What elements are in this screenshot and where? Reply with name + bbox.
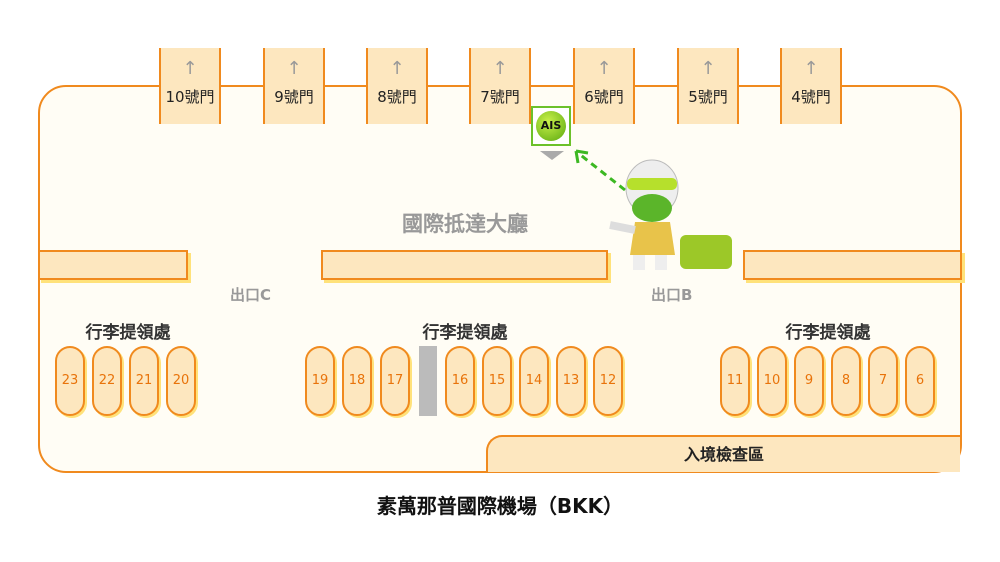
immigration-label: 入境檢查區 [683,445,764,464]
dashed-arrow-icon [574,149,626,192]
counter-middle [321,250,608,280]
carousel: 11 [720,346,750,416]
pillar [419,346,437,416]
gate-9: ↑9號門 [263,48,325,124]
carousel: 13 [556,346,586,416]
carousel: 18 [342,346,372,416]
carousel: 12 [593,346,623,416]
carousel: 19 [305,346,335,416]
carousel: 20 [166,346,196,416]
carousel: 22 [92,346,122,416]
baggage-claim-label: 行李提領處 [422,323,508,343]
carousel: 23 [55,346,85,416]
arrow-up-icon: ↑ [286,58,302,79]
exit-c-label: 出口C [230,286,272,304]
ais-logo: AIS [536,111,566,141]
carousel: 14 [519,346,549,416]
carousel: 6 [905,346,935,416]
gate-8: ↑8號門 [366,48,428,124]
carousel: 17 [380,346,410,416]
arrow-up-icon: ↑ [389,58,405,79]
baggage-claim-label: 行李提領處 [785,323,871,343]
gate-7: ↑7號門 [469,48,531,124]
carousel: 7 [868,346,898,416]
arrow-up-icon: ↑ [182,58,198,79]
ais-booth: AIS [531,106,571,146]
gate-5: ↑5號門 [677,48,739,124]
carousel: 21 [129,346,159,416]
baggage-claim-label: 行李提領處 [85,323,171,343]
counter-left [38,250,188,280]
arrow-up-icon: ↑ [700,58,716,79]
arrow-up-icon: ↑ [803,58,819,79]
immigration-area: 入境檢查區 [486,435,960,472]
carousel: 8 [831,346,861,416]
triangle-down-icon [540,151,564,160]
carousel: 16 [445,346,475,416]
gate-4: ↑4號門 [780,48,842,124]
gate-6: ↑6號門 [573,48,635,124]
hall-title: 國際抵達大廳 [402,212,528,236]
arrow-up-icon: ↑ [596,58,612,79]
mascot-illustration [609,159,732,270]
arrow-up-icon: ↑ [492,58,508,79]
map-caption: 素萬那普國際機場（BKK） [376,494,624,518]
exit-b-label: 出口B [651,286,693,304]
counter-right [743,250,962,280]
gate-10: ↑10號門 [159,48,221,124]
carousel: 10 [757,346,787,416]
carousel: 9 [794,346,824,416]
carousel: 15 [482,346,512,416]
